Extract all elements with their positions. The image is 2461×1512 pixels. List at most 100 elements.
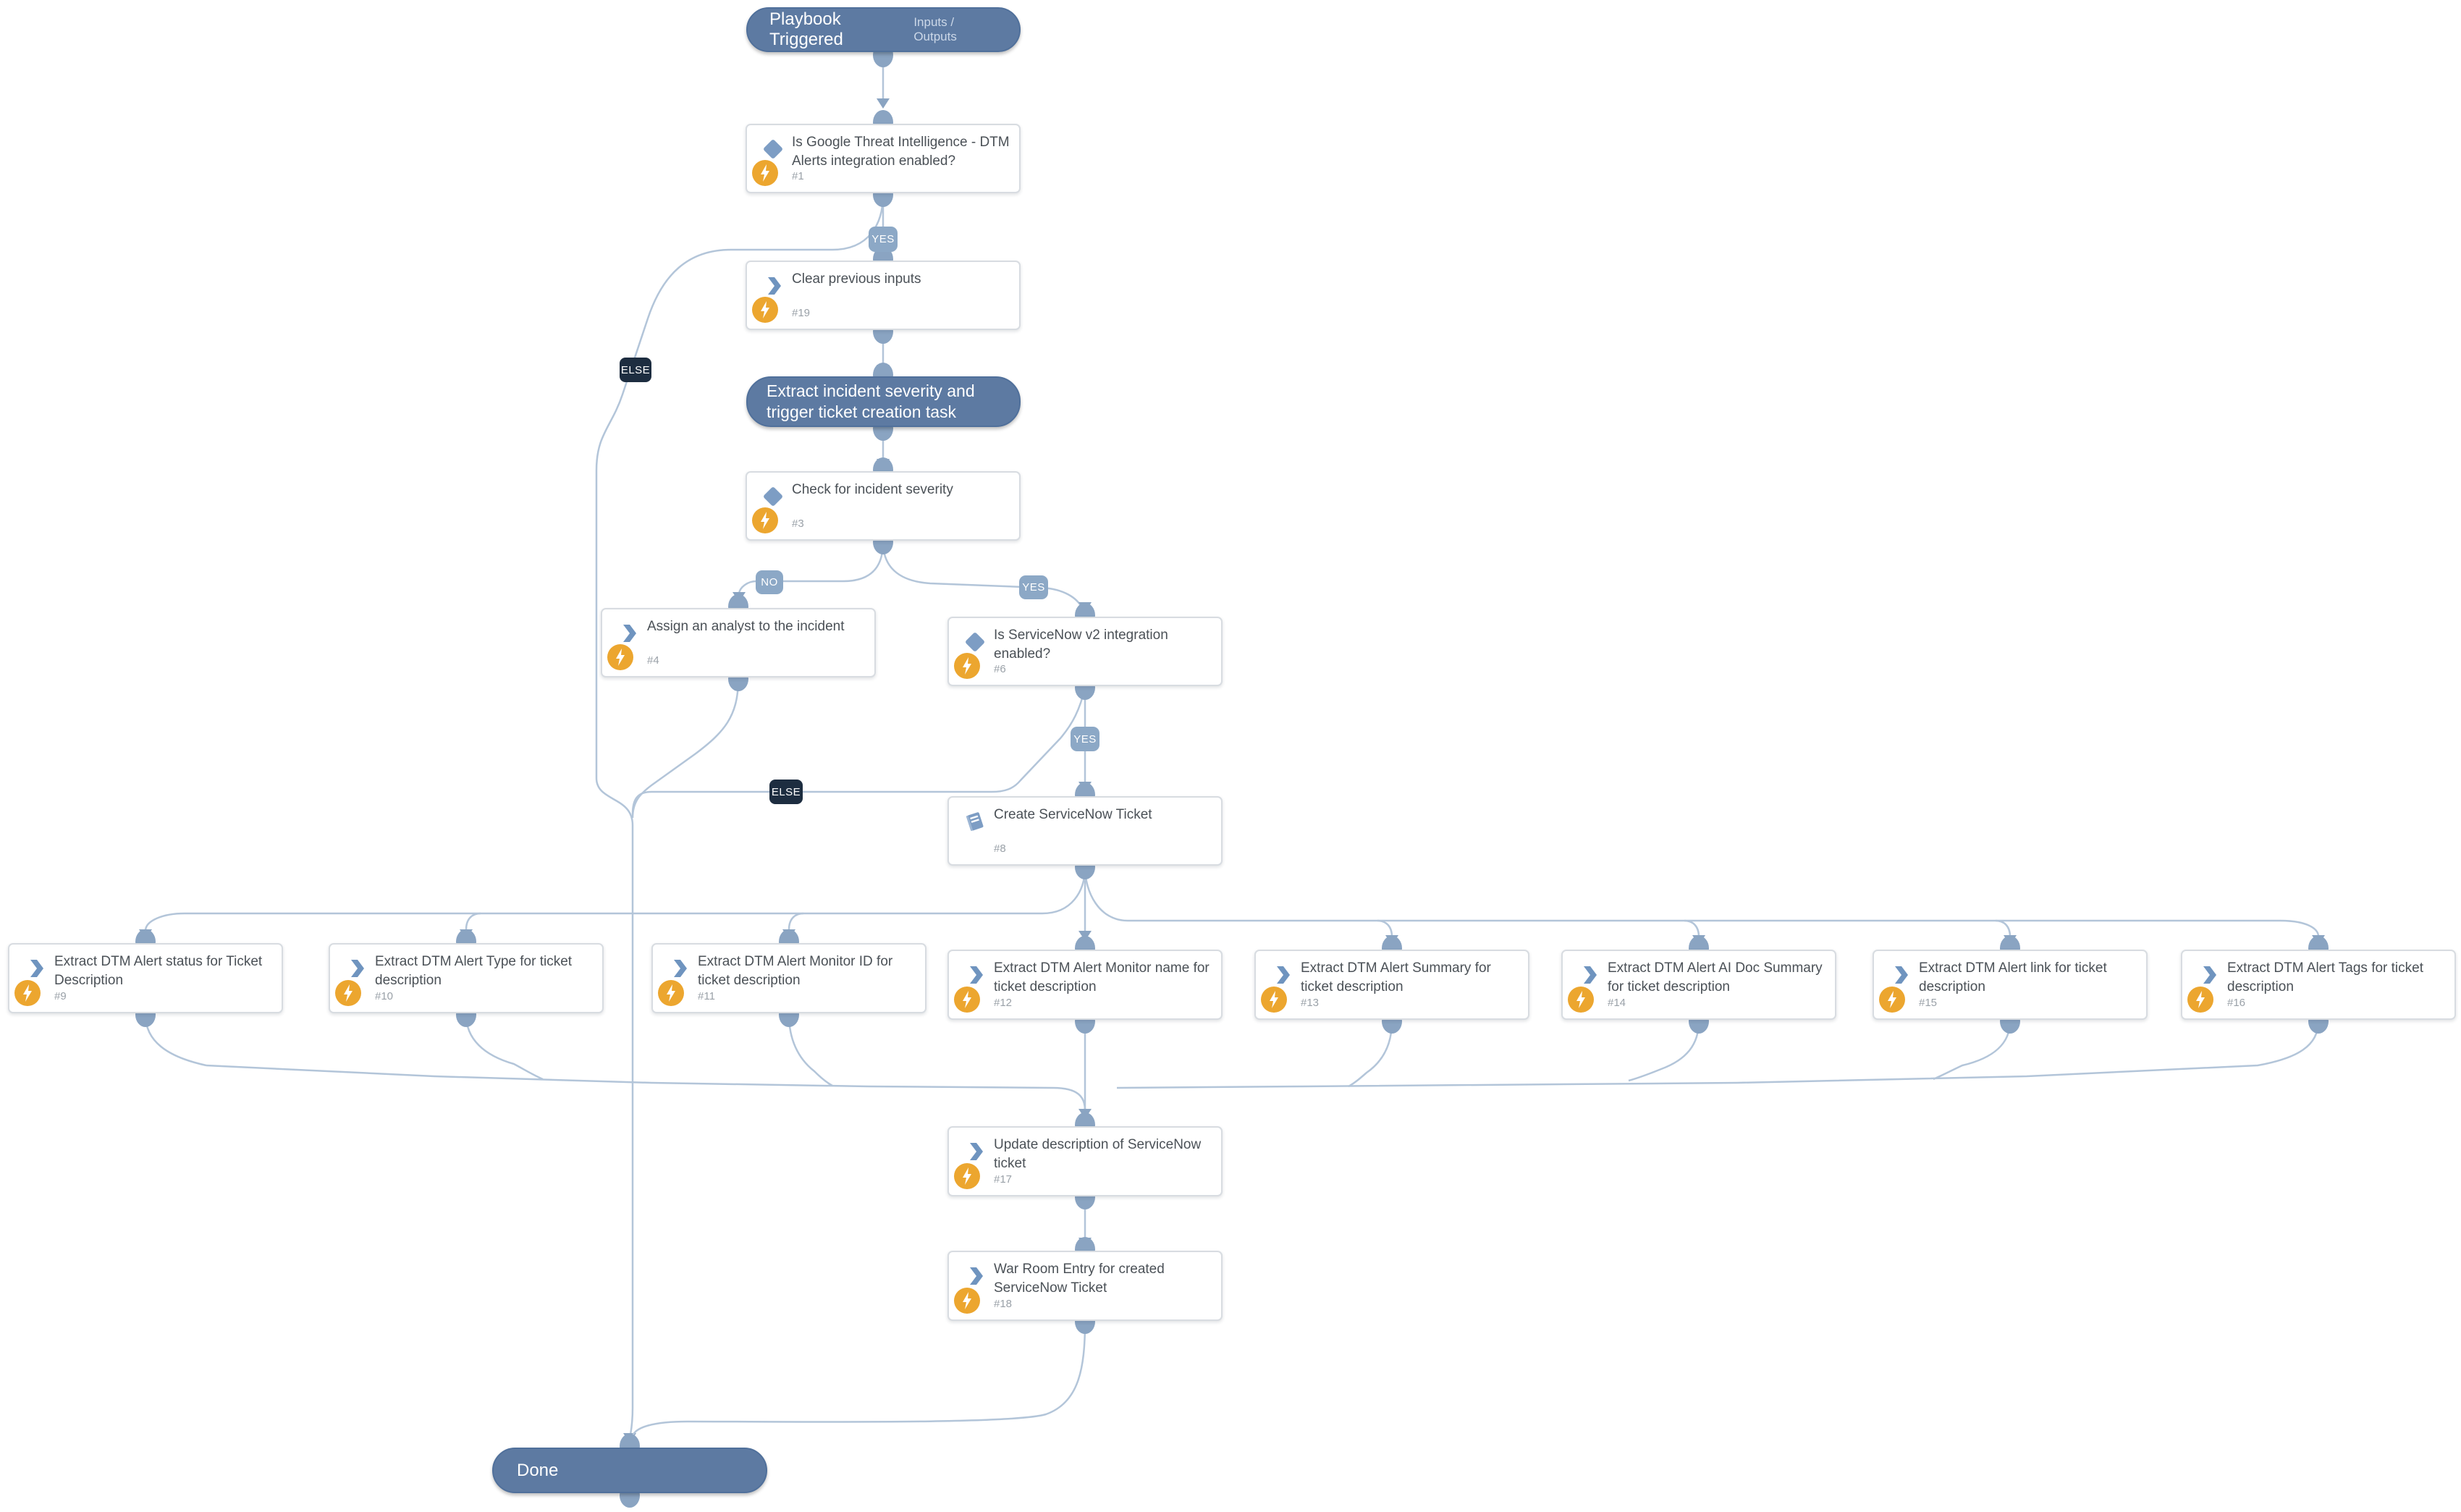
task-title: Clear previous inputs — [792, 271, 921, 287]
task-chevron-icon — [2195, 962, 2221, 988]
condition-diamond-icon — [760, 483, 786, 510]
task-title: Extract DTM Alert link for ticket descri… — [1919, 960, 2107, 994]
task-chevron-icon — [962, 1263, 988, 1289]
edge-3-no-to-4 — [733, 541, 885, 602]
inputs-outputs-link[interactable]: Inputs / Outputs — [913, 15, 957, 43]
task-title: Extract DTM Alert Monitor ID for ticket … — [698, 954, 893, 988]
automation-bolt-icon — [14, 980, 41, 1006]
task-number: #13 — [1301, 997, 1320, 1009]
condition-diamond-icon — [760, 136, 786, 162]
task-title: Is Google Threat Intelligence - DTM Aler… — [792, 135, 1010, 169]
branch-badge-no: NO — [756, 570, 783, 594]
branch-badge-else: ELSE — [620, 358, 651, 382]
condition-diamond-icon — [962, 629, 988, 655]
automation-bolt-icon — [752, 160, 778, 186]
automation-bolt-icon — [658, 980, 684, 1006]
task-node-16[interactable]: Extract DTM Alert Tags for ticket descri… — [2181, 950, 2456, 1020]
automation-bolt-icon — [752, 297, 778, 323]
automation-bolt-icon — [1568, 987, 1594, 1013]
task-title: Extract DTM Alert Monitor name for ticke… — [994, 960, 1210, 994]
edge-18-to-done — [631, 1321, 1086, 1437]
branch-badge-yes: YES — [1019, 575, 1048, 599]
task-chevron-icon — [615, 620, 641, 646]
task-chevron-icon — [1576, 962, 1602, 988]
task-chevron-icon — [343, 955, 369, 981]
task-number: #8 — [994, 842, 1006, 855]
task-number: #10 — [375, 990, 394, 1002]
automation-bolt-icon — [1879, 987, 1905, 1013]
edge-4-to-done — [631, 678, 740, 819]
task-chevron-icon — [962, 962, 988, 988]
automation-bolt-icon — [335, 980, 361, 1006]
branch-badge-yes: YES — [1071, 727, 1099, 751]
task-chevron-icon — [1269, 962, 1295, 988]
task-node-10[interactable]: Extract DTM Alert Type for ticket descri… — [329, 943, 604, 1013]
end-node-title: Done — [517, 1460, 559, 1480]
section-header-node[interactable]: Extract incident severity and trigger ti… — [746, 376, 1021, 427]
task-title: Extract DTM Alert Tags for ticket descri… — [2227, 960, 2424, 994]
condition-node-3[interactable]: Check for incident severity #3 — [746, 471, 1021, 541]
task-chevron-icon — [760, 273, 786, 299]
task-number: #19 — [792, 307, 811, 319]
task-number: #4 — [647, 654, 659, 667]
task-node-14[interactable]: Extract DTM Alert AI Doc Summary for tic… — [1561, 950, 1836, 1020]
section-header-title: Extract incident severity and trigger ti… — [767, 381, 975, 421]
task-number: #1 — [792, 170, 804, 182]
task-number: #6 — [994, 663, 1006, 675]
task-chevron-icon — [666, 955, 692, 981]
task-number: #11 — [698, 990, 715, 1002]
branch-badge-else: ELSE — [769, 780, 803, 804]
condition-node-1[interactable]: Is Google Threat Intelligence - DTM Aler… — [746, 124, 1021, 193]
automation-bolt-icon — [954, 987, 980, 1013]
automation-bolt-icon — [2187, 987, 2213, 1013]
task-node-4[interactable]: Assign an analyst to the incident #4 — [601, 608, 876, 677]
task-node-11[interactable]: Extract DTM Alert Monitor ID for ticket … — [651, 943, 926, 1013]
task-title: Check for incident severity — [792, 482, 953, 497]
task-node-12[interactable]: Extract DTM Alert Monitor name for ticke… — [947, 950, 1223, 1020]
automation-bolt-icon — [607, 644, 633, 670]
task-node-19[interactable]: Clear previous inputs #19 — [746, 261, 1021, 330]
task-number: #17 — [994, 1173, 1013, 1186]
task-number: #12 — [994, 997, 1013, 1009]
task-title: War Room Entry for created ServiceNow Ti… — [994, 1262, 1165, 1296]
branch-badge-yes: YES — [869, 227, 898, 252]
task-node-13[interactable]: Extract DTM Alert Summary for ticket des… — [1254, 950, 1529, 1020]
task-title: Update description of ServiceNow ticket — [994, 1137, 1202, 1171]
edge-3-yes-to-6 — [882, 541, 1092, 612]
task-number: #15 — [1919, 997, 1938, 1009]
task-title: Extract DTM Alert Type for ticket descri… — [375, 954, 573, 988]
task-title: Create ServiceNow Ticket — [994, 807, 1152, 822]
task-title: Extract DTM Alert AI Doc Summary for tic… — [1608, 960, 1823, 994]
automation-bolt-icon — [954, 653, 980, 679]
start-node-playbook-triggered[interactable]: Playbook Triggered Inputs / Outputs — [746, 7, 1021, 52]
task-node-15[interactable]: Extract DTM Alert link for ticket descri… — [1873, 950, 2148, 1020]
task-node-17[interactable]: Update description of ServiceNow ticket … — [947, 1126, 1223, 1196]
task-node-9[interactable]: Extract DTM Alert status for Ticket Desc… — [8, 943, 283, 1013]
task-title: Extract DTM Alert Summary for ticket des… — [1301, 960, 1491, 994]
task-number: #14 — [1608, 997, 1626, 1009]
connector-ports — [135, 43, 2329, 1508]
automation-bolt-icon — [954, 1163, 980, 1189]
task-number: #3 — [792, 518, 804, 530]
task-chevron-icon — [962, 1139, 988, 1165]
task-chevron-icon — [1887, 962, 1913, 988]
automation-bolt-icon — [1261, 987, 1287, 1013]
condition-node-6[interactable]: Is ServiceNow v2 integration enabled? #6 — [947, 617, 1223, 686]
edge-extracts-converge-to-17 — [144, 1014, 2320, 1119]
task-number: #18 — [994, 1298, 1013, 1310]
task-node-8-create-servicenow-ticket[interactable]: Create ServiceNow Ticket #8 — [947, 796, 1223, 866]
playbook-book-icon — [962, 808, 988, 835]
task-title: Is ServiceNow v2 integration enabled? — [994, 628, 1168, 662]
task-number: #9 — [54, 990, 67, 1002]
task-chevron-icon — [22, 955, 48, 981]
start-node-title: Playbook Triggered — [769, 9, 843, 49]
automation-bolt-icon — [954, 1288, 980, 1314]
edge-6-else-to-done — [631, 687, 1086, 815]
task-node-18[interactable]: War Room Entry for created ServiceNow Ti… — [947, 1251, 1223, 1321]
end-node-done[interactable]: Done — [492, 1448, 767, 1493]
automation-bolt-icon — [752, 507, 778, 533]
task-number: #16 — [2227, 997, 2246, 1009]
task-title: Extract DTM Alert status for Ticket Desc… — [54, 954, 263, 988]
